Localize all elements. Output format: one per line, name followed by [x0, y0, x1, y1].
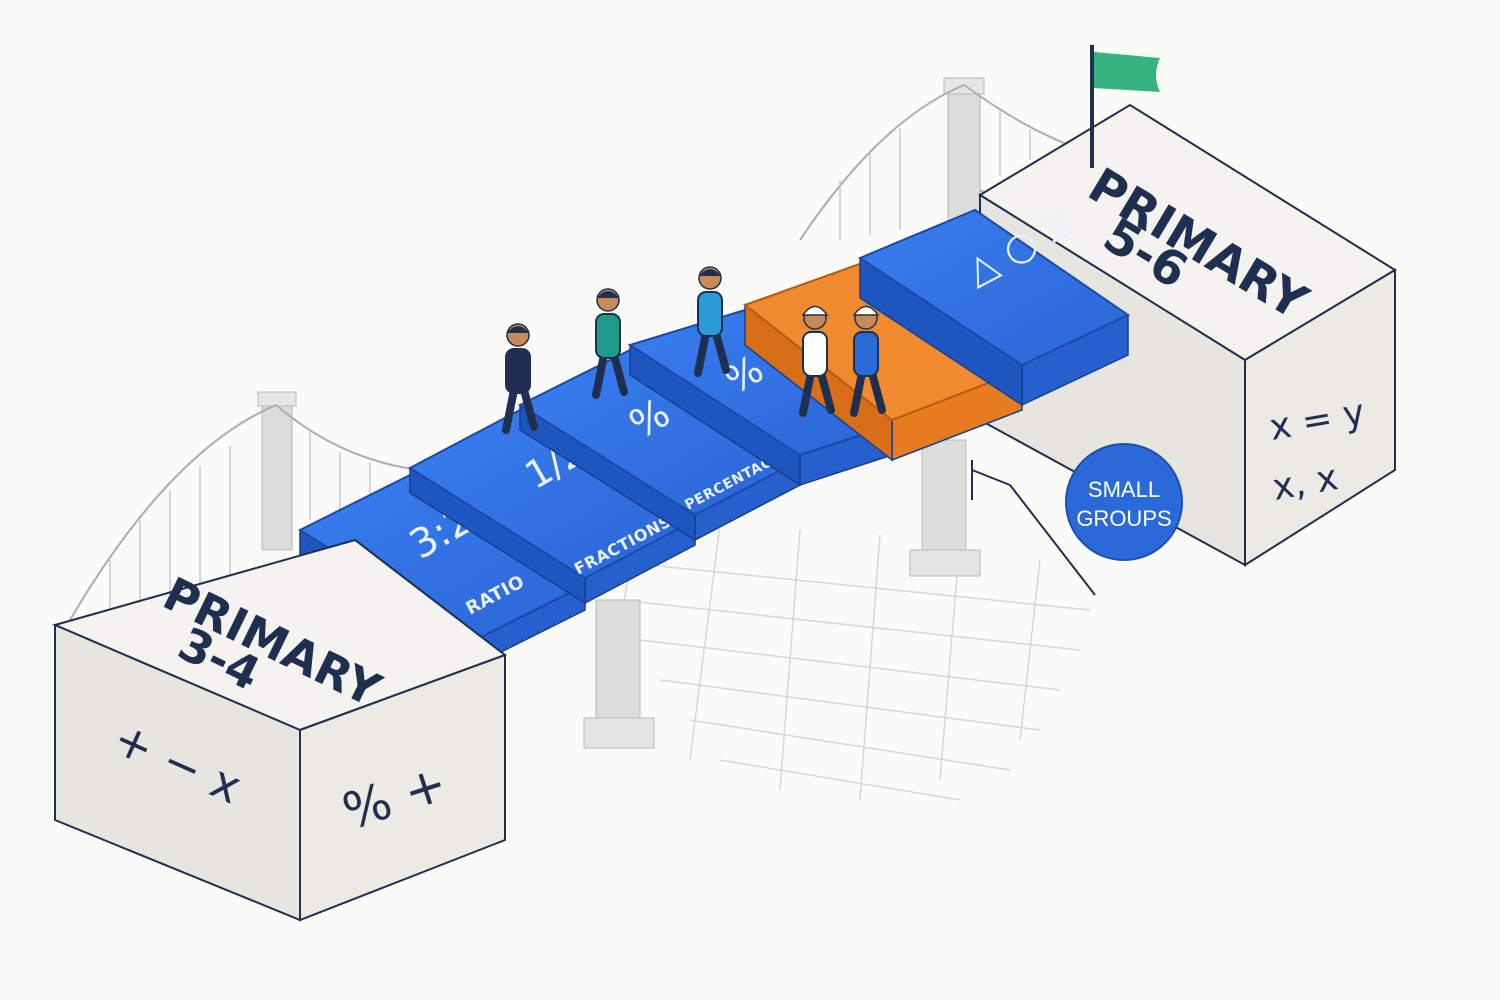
badge-line2: GROUPS — [1076, 506, 1171, 531]
small-groups-callout: SMALL GROUPS — [972, 444, 1182, 595]
flag-icon — [1094, 52, 1160, 92]
pillar-right — [910, 440, 980, 576]
pillar-left — [584, 600, 654, 748]
small-groups-badge — [1066, 444, 1182, 560]
badge-line1: SMALL — [1088, 477, 1160, 502]
floor-grid — [600, 520, 1090, 800]
